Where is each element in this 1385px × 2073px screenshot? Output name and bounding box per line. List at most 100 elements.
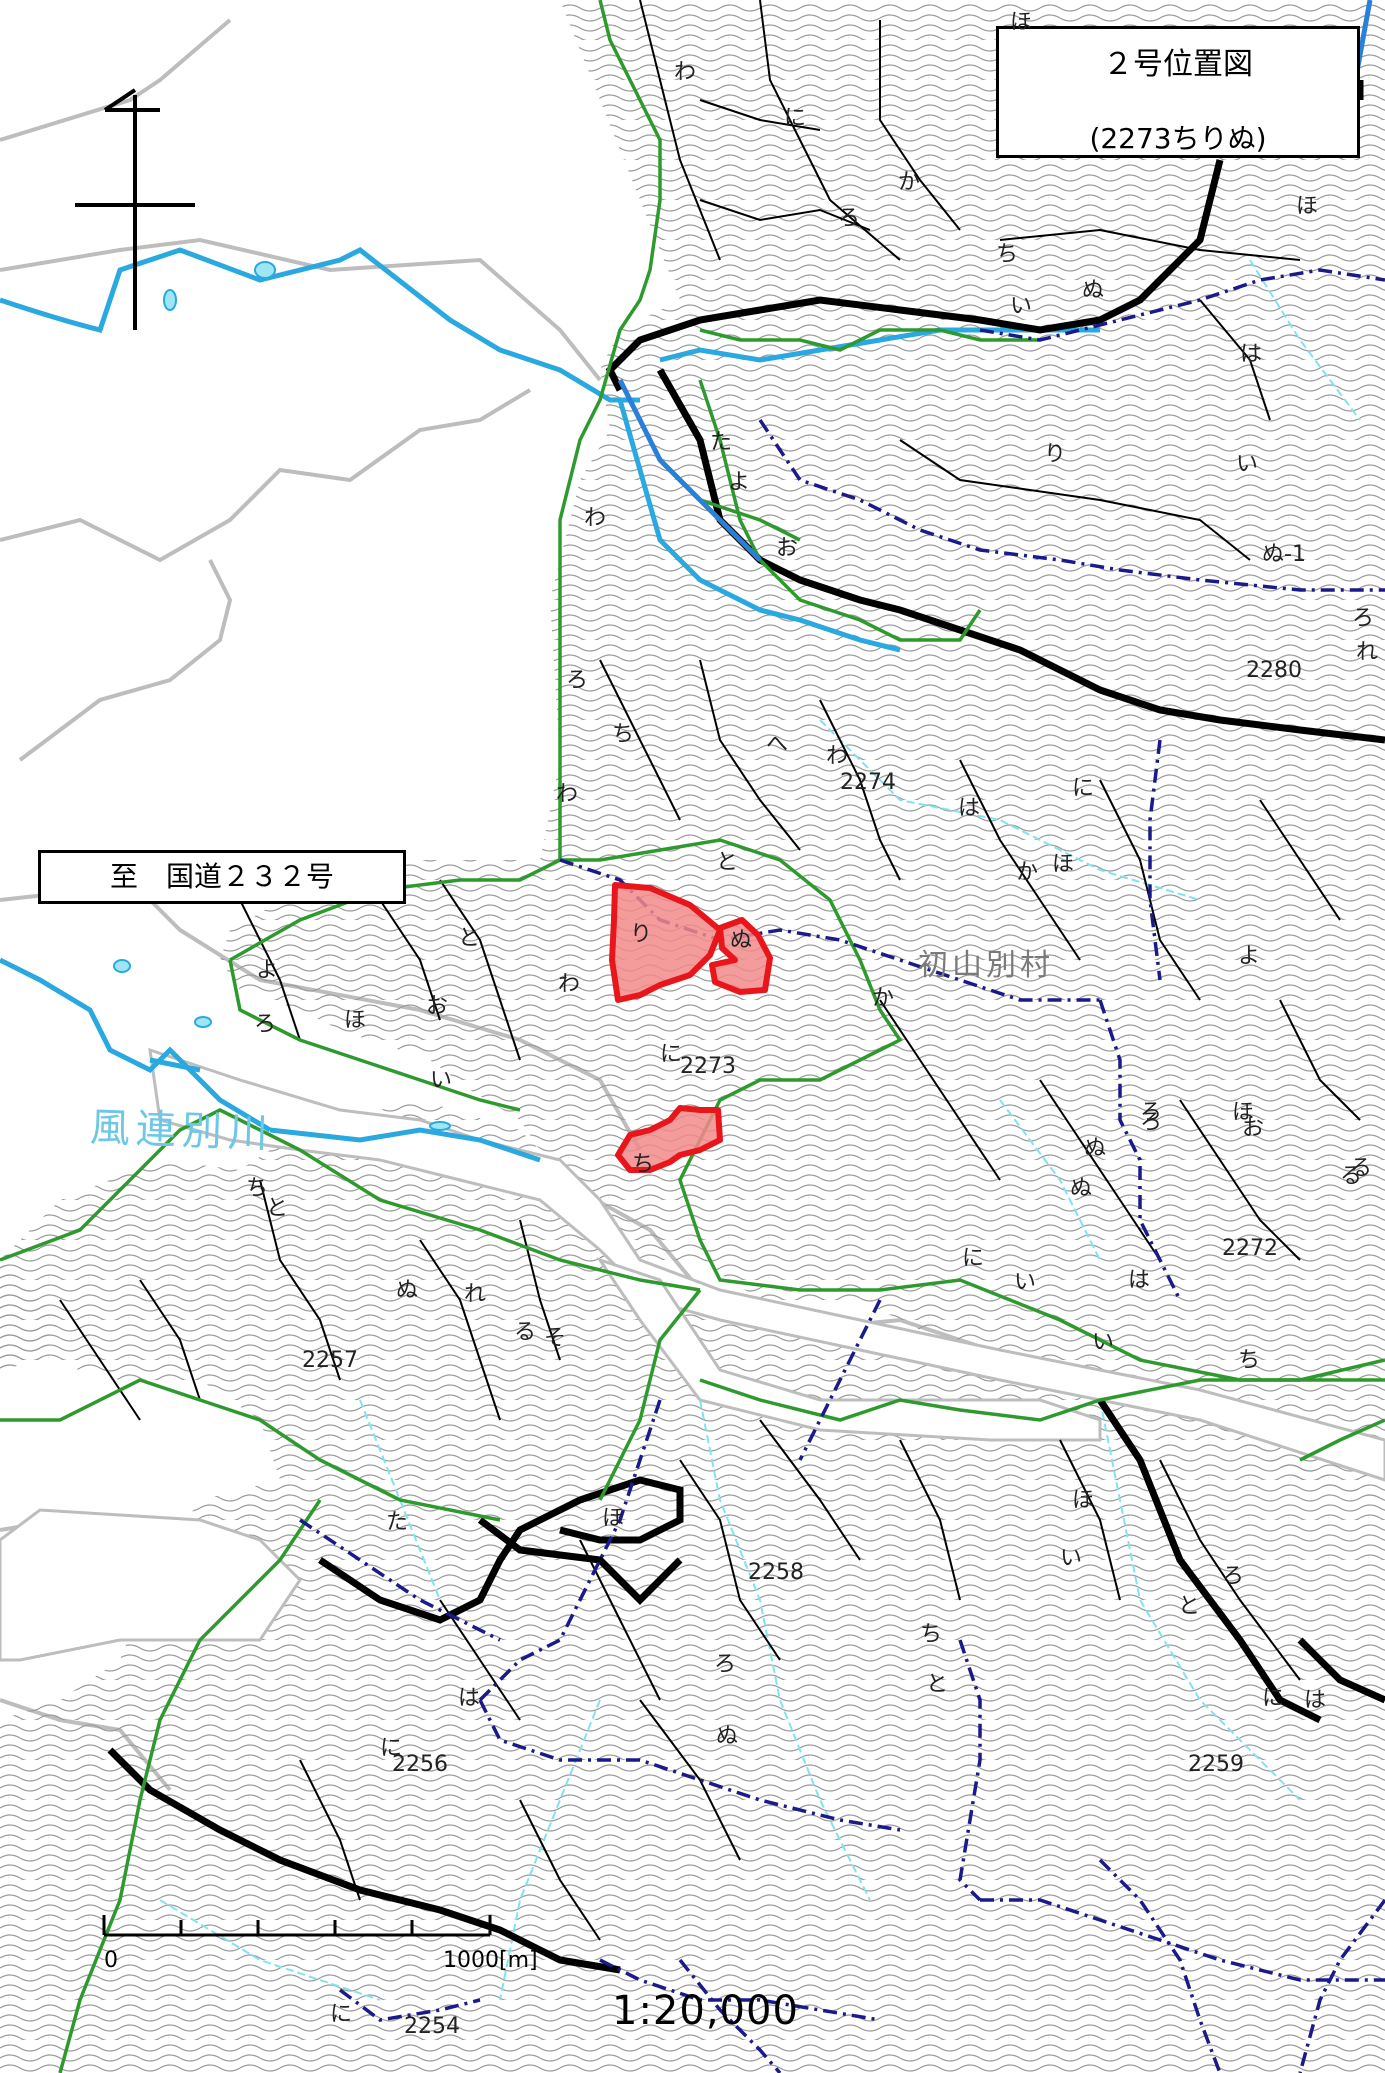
sub-label: ぬ-1 [1262, 542, 1306, 567]
sub-label: ほ [602, 1506, 625, 1531]
sub-label: い [1092, 1330, 1115, 1355]
compartment-label: 2273 [680, 1054, 736, 1079]
sub-label: ぬ [1082, 278, 1105, 303]
parcel-nu [709, 917, 773, 995]
sub-label: そ [544, 1326, 567, 1351]
sub-label: に [1072, 776, 1095, 801]
sub-label: は [1240, 342, 1263, 367]
compartment-label: 2280 [1246, 658, 1302, 683]
scale-bar [102, 1915, 492, 1937]
sub-label: に [380, 1736, 403, 1761]
compartment-label: 2256 [392, 1752, 448, 1777]
sub-label: に [330, 2002, 353, 2027]
sub-label: お [1242, 1116, 1265, 1141]
compartment-label: 2257 [302, 1348, 358, 1373]
sub-label: わ [584, 506, 607, 531]
compartment-label: 2258 [748, 1560, 804, 1585]
sub-label: ち [1238, 1348, 1261, 1373]
map-title: ２号位置図 [1103, 47, 1253, 82]
sub-label: と [266, 1196, 289, 1221]
valley-corridor [0, 1047, 1385, 1662]
sub-label: ほ [1052, 852, 1075, 877]
sub-label: お [426, 994, 449, 1019]
sub-label: か [1016, 860, 1039, 885]
sub-label: へ [766, 732, 789, 757]
sub-label: ろ [1140, 1110, 1163, 1135]
sub-label: い [1010, 294, 1033, 319]
map-subtitle: (2273ちりぬ) [1089, 122, 1267, 155]
sub-label: わ [826, 744, 849, 769]
sub-label: と [926, 1672, 949, 1697]
target-parcels [609, 882, 773, 1173]
sub-label: か [872, 986, 895, 1011]
river-name: 風連別川 [89, 1104, 275, 1158]
sub-label: に [962, 1246, 985, 1271]
sub-label: ち [920, 1622, 943, 1647]
sub-label: は [1304, 1688, 1327, 1713]
sub-label: る [514, 1320, 537, 1345]
route-label-box: 至 国道２３２号 [38, 850, 406, 904]
forest-boundary-navy [299, 268, 1385, 2073]
sub-label: ぬ [730, 928, 753, 953]
sub-label: ち [996, 242, 1019, 267]
sub-label: ほ [1232, 1100, 1255, 1125]
sub-label: お [776, 536, 799, 561]
sub-label: ろ [714, 1652, 737, 1677]
compartment-label: 2274 [840, 770, 896, 795]
scale-ratio: 1:20,000 [612, 1988, 799, 2034]
sub-label: に [784, 106, 807, 131]
sub-label: わ [556, 782, 579, 807]
sub-label: ろ [254, 1012, 277, 1037]
sub-label: と [1178, 1594, 1201, 1619]
sub-label: り [630, 922, 653, 947]
sub-label: か [898, 170, 921, 195]
sub-label: ぬ [396, 1278, 419, 1303]
route-label: 至 国道２３２号 [109, 860, 334, 893]
sub-label: ぬ [1084, 1136, 1107, 1161]
sub-label: い [1236, 452, 1259, 477]
sub-label: と [716, 850, 739, 875]
sub-label: ち [632, 1152, 655, 1177]
sub-label: ろ [1222, 1564, 1245, 1589]
sub-label: れ [464, 1282, 487, 1307]
sub-label: ぬ [716, 1724, 739, 1749]
sub-label: に [1262, 1686, 1285, 1711]
sub-label: ろ [1140, 1100, 1163, 1125]
sub-label: ち [246, 1176, 269, 1201]
compartment-lines [59, 0, 1361, 1941]
sub-label: よ [728, 470, 751, 495]
sub-label: ほ [1072, 1488, 1095, 1513]
sub-label: は [958, 796, 981, 821]
sub-label: ろ [566, 668, 589, 693]
sub-label: は [1128, 1268, 1151, 1293]
compartment-label: 2259 [1188, 1752, 1244, 1777]
sub-label: と [458, 926, 481, 951]
scale-start-label: 0 [104, 1948, 118, 1973]
sub-label: り [1044, 442, 1067, 467]
sub-label: る [1350, 1156, 1373, 1181]
parcel-chi [615, 1105, 723, 1173]
sub-label: い [430, 1068, 453, 1093]
sub-label: に [660, 1042, 683, 1067]
sub-label: た [386, 1510, 409, 1535]
sub-label: ろ [1352, 606, 1375, 631]
sub-label: ろ [838, 206, 861, 231]
scale-end-label: 1000[m] [443, 1948, 538, 1973]
sub-label: る [1340, 1164, 1363, 1189]
sub-label: ほ [1296, 194, 1319, 219]
village-name: 初山別村 [918, 948, 1054, 983]
sub-label: よ [1238, 944, 1261, 969]
sub-label: は [458, 1686, 481, 1711]
sub-label: ぬ [1070, 1176, 1093, 1201]
map-title-box: ２号位置図 (2273ちりぬ) [996, 26, 1360, 158]
sub-label: わ [674, 60, 697, 85]
sub-label: ほ [344, 1008, 367, 1033]
north-arrow [75, 88, 195, 330]
compartment-label: 2254 [404, 2014, 460, 2039]
sub-label: よ [256, 958, 279, 983]
compartment-label: 2272 [1222, 1236, 1278, 1261]
